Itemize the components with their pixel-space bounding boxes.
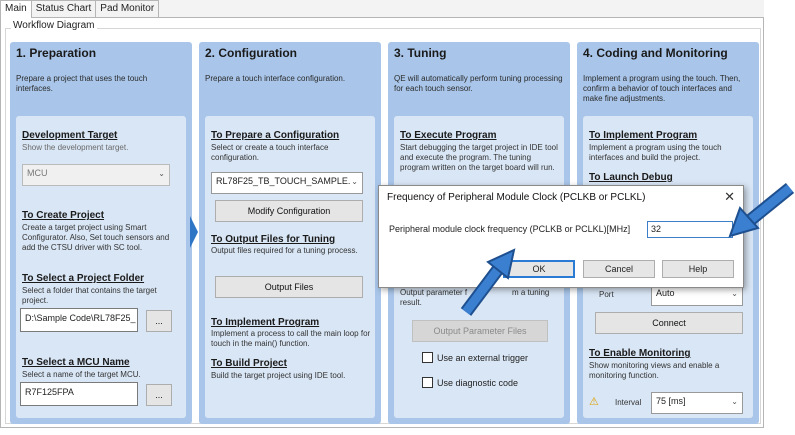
output-files-desc: Output files required for a tuning proce…: [211, 246, 358, 255]
pclk-frequency-dialog: Frequency of Peripheral Module Clock (PC…: [378, 185, 744, 288]
enable-monitoring-desc: Show monitoring views and enable a monit…: [589, 361, 720, 380]
column-configuration: 2. Configuration Prepare a touch interfa…: [199, 42, 381, 424]
column-description: QE will automatically perform tuning pro…: [394, 74, 563, 93]
cancel-button[interactable]: Cancel: [583, 260, 655, 278]
interval-combo[interactable]: 75 [ms] ⌄: [651, 392, 743, 414]
tab-pad-monitor[interactable]: Pad Monitor: [95, 0, 160, 17]
build-project-title: To Build Project: [211, 358, 287, 369]
implement-program-desc: Implement a program using the touch inte…: [589, 143, 722, 162]
launch-debug-title: To Launch Debug: [589, 172, 673, 183]
select-folder-title: To Select a Project Folder: [22, 273, 145, 284]
annotation-arrow-input: [728, 182, 795, 238]
chevron-down-icon: ⌄: [351, 177, 358, 186]
column-title: 3. Tuning: [394, 46, 447, 60]
implement-program-title: To Implement Program: [211, 317, 320, 328]
create-project-desc: Create a target project using Smart Conf…: [22, 223, 170, 252]
checkbox-box: [422, 352, 433, 363]
interval-value: 75 [ms]: [656, 396, 686, 406]
tab-bar: Main Status Chart Pad Monitor: [0, 0, 764, 18]
create-project-link[interactable]: To Create Project: [22, 210, 105, 221]
execute-program-desc: Start debugging the target project in ID…: [400, 143, 558, 172]
implement-program-desc: Implement a process to call the main loo…: [211, 329, 371, 348]
prepare-config-title: To Prepare a Configuration: [211, 130, 340, 141]
chevron-down-icon: ⌄: [158, 169, 165, 178]
execute-program-title: To Execute Program: [400, 130, 497, 141]
external-trigger-label: Use an external trigger: [437, 352, 529, 363]
dev-target-value: MCU: [27, 168, 48, 178]
select-mcu-title: To Select a MCU Name: [22, 357, 130, 368]
chevron-down-icon: ⌄: [731, 289, 738, 298]
column-title: 2. Configuration: [205, 46, 297, 60]
output-parameter-files-button[interactable]: Output Parameter Files: [412, 320, 548, 342]
annotation-arrow-ok: [460, 248, 516, 316]
output-param-desc-c: result.: [400, 298, 422, 307]
dev-target-title: Development Target: [22, 130, 118, 141]
dev-target-combo[interactable]: MCU ⌄: [22, 164, 170, 186]
tab-status-chart[interactable]: Status Chart: [30, 0, 97, 17]
mcu-name-input[interactable]: R7F125FPA: [20, 382, 138, 406]
select-mcu-desc: Select a name of the target MCU.: [22, 370, 141, 379]
output-files-button[interactable]: Output Files: [215, 276, 363, 298]
output-param-desc-a: Output parameter f: [400, 288, 468, 297]
diagnostic-code-label: Use diagnostic code: [437, 377, 519, 388]
column-preparation: 1. Preparation Prepare a project that us…: [10, 42, 192, 424]
chevron-down-icon: ⌄: [731, 397, 738, 406]
column-title: 1. Preparation: [16, 46, 97, 60]
modify-configuration-button[interactable]: Modify Configuration: [215, 200, 363, 222]
column-description: Implement a program using the touch. The…: [583, 74, 741, 103]
column-description: Prepare a touch interface configuration.: [205, 74, 346, 83]
frequency-input[interactable]: 32: [647, 221, 733, 238]
flow-arrow-icon: [190, 216, 198, 248]
column-description: Prepare a project that uses the touch in…: [16, 74, 148, 93]
dialog-title: Frequency of Peripheral Module Clock (PC…: [387, 192, 646, 203]
config-value: RL78F25_TB_TOUCH_SAMPLE.: [216, 176, 351, 186]
column-title: 4. Coding and Monitoring: [583, 46, 728, 60]
tab-main[interactable]: Main: [0, 0, 32, 18]
port-combo[interactable]: Auto ⌄: [651, 284, 743, 306]
output-files-title: To Output Files for Tuning: [211, 234, 336, 245]
interval-label: Interval: [615, 398, 642, 407]
column-panel: Development Target Show the development …: [16, 116, 186, 418]
project-folder-input[interactable]: D:\Sample Code\RL78F25_: [20, 308, 138, 332]
workflow-group-title: Workflow Diagram: [11, 20, 97, 31]
config-combo[interactable]: RL78F25_TB_TOUCH_SAMPLE. ⌄: [211, 172, 363, 194]
checkbox-box: [422, 377, 433, 388]
help-button[interactable]: Help: [662, 260, 734, 278]
browse-mcu-button[interactable]: ...: [146, 384, 172, 406]
build-project-desc: Build the target project using IDE tool.: [211, 371, 346, 380]
frequency-label: Peripheral module clock frequency (PCLKB…: [389, 224, 631, 234]
port-value: Auto: [656, 288, 675, 298]
prepare-config-desc: Select or create a touch interface confi…: [211, 143, 329, 162]
implement-program-title: To Implement Program: [589, 130, 698, 141]
port-label: Port: [599, 290, 614, 299]
warning-icon: ⚠: [589, 396, 599, 408]
browse-folder-button[interactable]: ...: [146, 310, 172, 332]
workflow-group: [5, 28, 761, 424]
column-panel: To Prepare a Configuration Select or cre…: [205, 116, 375, 418]
close-icon[interactable]: ✕: [724, 189, 735, 204]
connect-button[interactable]: Connect: [595, 312, 743, 334]
select-folder-desc: Select a folder that contains the target…: [22, 286, 157, 305]
diagnostic-code-checkbox[interactable]: Use diagnostic code: [422, 377, 518, 388]
external-trigger-checkbox[interactable]: Use an external trigger: [422, 352, 528, 363]
dev-target-desc: Show the development target.: [22, 143, 129, 152]
ok-button[interactable]: OK: [503, 260, 575, 278]
enable-monitoring-title: To Enable Monitoring: [589, 348, 691, 359]
output-param-desc-b: m a tuning: [512, 288, 550, 297]
